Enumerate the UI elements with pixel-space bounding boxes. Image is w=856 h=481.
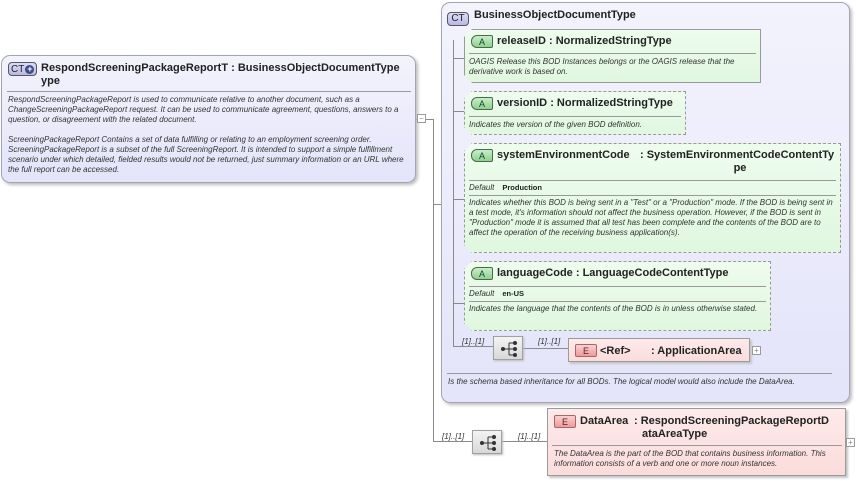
divider	[7, 91, 411, 92]
sequence-cardinality: [1]..[1]	[442, 432, 465, 441]
root-complex-type[interactable]: CT+ RespondScreeningPackageReportT : Bus…	[1, 55, 416, 183]
connector-attr-2	[453, 111, 465, 112]
attribute-icon: A	[471, 267, 493, 280]
attribute-icon: A	[471, 35, 493, 48]
attribute-type: : SystemEnvironmentCodeContentTy pe	[640, 149, 835, 174]
expand-toggle[interactable]: +	[846, 438, 855, 447]
divider	[447, 373, 832, 374]
root-type-header: CT+	[8, 62, 38, 76]
connector-to-dataarea-seq	[433, 441, 473, 442]
divider	[552, 445, 842, 446]
element-type: : RespondScreeningPackageReportD ataArea…	[634, 415, 829, 440]
divider	[469, 286, 766, 287]
element-cardinality: [1]..[1]	[518, 432, 541, 441]
attribute-title: languageCode : LanguageCodeContentType	[497, 267, 729, 279]
attribute-systemenvironmentcode[interactable]: A systemEnvironmentCode : SystemEnvironm…	[464, 143, 841, 253]
base-type-documentation: Is the schema based inheritance for all …	[448, 377, 795, 386]
attribute-icon: A	[471, 97, 493, 110]
connector-to-base	[433, 204, 442, 205]
attribute-documentation: Indicates the language that the contents…	[469, 304, 758, 313]
attribute-documentation: OAGIS Release this BOD Instances belongs…	[469, 57, 735, 76]
sequence-icon	[501, 341, 517, 357]
divider	[469, 180, 836, 181]
attribute-title: versionID : NormalizedStringType	[497, 97, 673, 109]
connector-attr-1	[453, 58, 465, 59]
element-icon: E	[554, 415, 576, 428]
collapse-toggle[interactable]: −	[417, 114, 426, 123]
divider	[469, 301, 766, 302]
connector-trunk	[433, 119, 434, 441]
element-documentation: The DataArea is the part of the BOD that…	[554, 449, 826, 468]
connector-seq	[453, 346, 493, 347]
sequence-compositor[interactable]	[472, 430, 502, 454]
element-cardinality: [1]..[1]	[538, 337, 561, 346]
divider	[469, 53, 756, 54]
sequence-cardinality: [1]..[1]	[462, 337, 485, 346]
attribute-title: systemEnvironmentCode	[497, 149, 630, 161]
connector-attr-4	[453, 303, 465, 304]
attributes-connector	[453, 40, 454, 346]
attribute-documentation: Indicates the version of the given BOD d…	[469, 120, 642, 129]
divider	[469, 116, 681, 117]
expand-toggle[interactable]: +	[752, 346, 761, 355]
attribute-documentation: Indicates whether this BOD is being sent…	[469, 198, 833, 237]
sequence-icon	[480, 435, 496, 451]
element-name: DataArea	[580, 415, 629, 427]
complex-type-extension-icon: CT+	[8, 62, 38, 76]
complex-type-icon: CT	[447, 11, 469, 26]
attribute-releaseid[interactable]: A releaseID : NormalizedStringType OAGIS…	[464, 29, 761, 83]
connector-attr-3	[453, 199, 465, 200]
element-type: : ApplicationArea	[651, 345, 742, 357]
sequence-compositor[interactable]	[493, 336, 523, 360]
base-type-header: CT	[447, 8, 469, 26]
base-complex-type[interactable]: CT BusinessObjectDocumentType A releaseI…	[441, 2, 850, 403]
attribute-title: releaseID : NormalizedStringType	[497, 35, 672, 47]
divider	[469, 195, 836, 196]
attribute-icon: A	[471, 149, 493, 162]
attribute-languagecode[interactable]: A languageCode : LanguageCodeContentType…	[464, 261, 771, 331]
element-icon: E	[575, 344, 597, 357]
connector-seq-to-elem	[522, 348, 568, 349]
element-dataarea[interactable]: E DataArea : RespondScreeningPackageRepo…	[547, 408, 846, 476]
connector-dataarea-seq-to-elem	[502, 441, 548, 442]
attribute-versionid[interactable]: A versionID : NormalizedStringType Indic…	[464, 91, 686, 135]
element-applicationarea[interactable]: E <Ref> : ApplicationArea	[568, 338, 750, 362]
base-type-title: BusinessObjectDocumentType	[474, 9, 636, 21]
element-ref-label: <Ref>	[600, 345, 631, 357]
root-type-documentation: RespondScreeningPackageReport is used to…	[8, 95, 404, 174]
root-type-title: RespondScreeningPackageReportT : Busines…	[41, 62, 400, 87]
